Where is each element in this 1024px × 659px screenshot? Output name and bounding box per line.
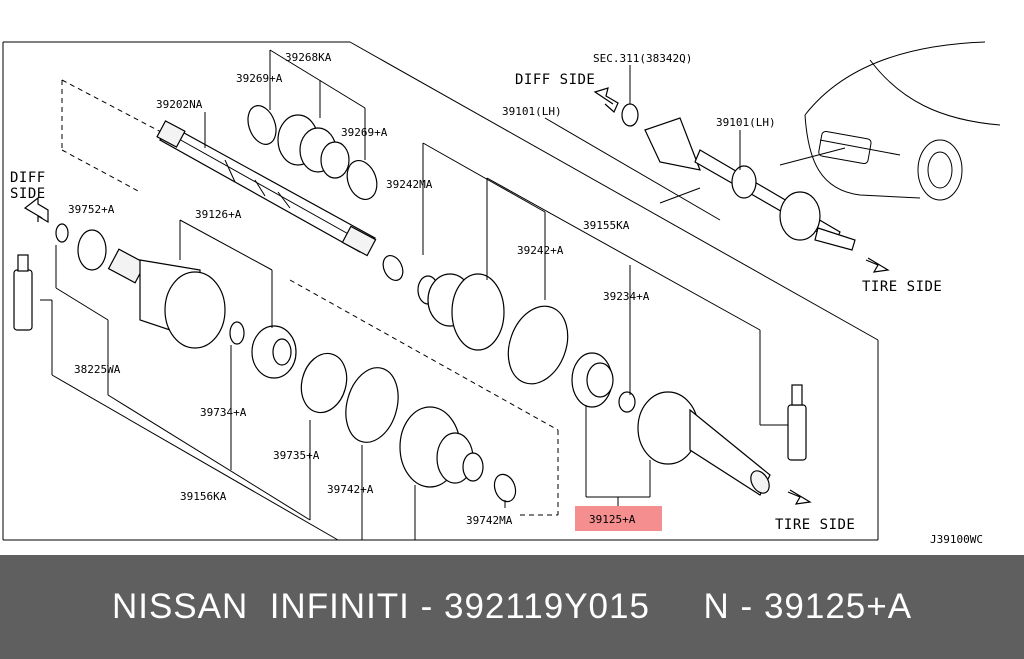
driveshaft-assembly bbox=[621, 103, 856, 251]
leader-lines bbox=[40, 49, 788, 541]
diagram-code: J39100WC bbox=[930, 533, 983, 546]
inner-joint-housing bbox=[55, 223, 297, 379]
part-label-39734a: 39734+A bbox=[200, 406, 247, 419]
parts-diagram: DIFF SIDE DIFF SIDE TIRE SIDE TIRE SIDE … bbox=[2, 41, 1001, 546]
part-label-39269a-2: 39269+A bbox=[341, 126, 388, 139]
banner-text: NISSAN INFINITI - 392119Y015 N - 39125+A bbox=[111, 587, 913, 626]
car-illustration bbox=[804, 41, 1001, 201]
part-label-39126a: 39126+A bbox=[195, 208, 242, 221]
part-label-39125a: 39125+A bbox=[589, 513, 636, 526]
highlight-box bbox=[575, 506, 662, 531]
outer-boot bbox=[417, 273, 569, 385]
part-label-39101-lh-paren: 39101(LH) bbox=[502, 105, 562, 118]
part-label-39742a: 39742+A bbox=[327, 483, 374, 496]
part-number-banner: NISSAN INFINITI - 392119Y015 N - 39125+A bbox=[0, 555, 1024, 659]
part-label-39101-lh: 39101(LH) bbox=[716, 116, 776, 129]
grease-tube-left bbox=[13, 254, 33, 331]
arrow-tire-top bbox=[865, 257, 890, 273]
outer-joint bbox=[637, 391, 771, 496]
arrow-diff-top bbox=[593, 87, 619, 113]
tire-side-bottom-label: TIRE SIDE bbox=[775, 517, 855, 533]
diff-side-top-label: DIFF SIDE bbox=[515, 72, 595, 88]
part-label-39752a: 39752+A bbox=[68, 203, 115, 216]
part-label-39735a: 39735+A bbox=[273, 449, 320, 462]
part-label-39156ka: 39156KA bbox=[180, 490, 227, 503]
outer-cage bbox=[571, 352, 636, 413]
diff-side-left-label-2: SIDE bbox=[10, 186, 46, 202]
part-label-39202na: 39202NA bbox=[156, 98, 203, 111]
view-arrow bbox=[659, 187, 701, 204]
diagram-frame bbox=[2, 41, 879, 541]
small-boot bbox=[247, 105, 378, 200]
part-label-39242a: 39242+A bbox=[517, 244, 564, 257]
diff-side-left-label-1: DIFF bbox=[10, 170, 46, 186]
clip-39242ma bbox=[382, 255, 404, 281]
tire-side-top-label: TIRE SIDE bbox=[862, 279, 942, 295]
inner-boot bbox=[300, 352, 517, 503]
part-label-39742ma: 39742MA bbox=[466, 514, 513, 527]
part-label-39242ma: 39242MA bbox=[386, 178, 433, 191]
arrow-tire-bottom bbox=[787, 489, 812, 505]
part-label-38225wa: 38225WA bbox=[74, 363, 121, 376]
arrow-diff-left bbox=[23, 196, 49, 224]
inner-shaft bbox=[156, 120, 377, 257]
part-label-sec311: SEC.311(38342Q) bbox=[593, 52, 692, 65]
car-arrow bbox=[779, 147, 846, 166]
part-label-39268ka: 39268KA bbox=[285, 51, 332, 64]
part-label-39269a-1: 39269+A bbox=[236, 72, 283, 85]
grease-tube-right bbox=[787, 384, 807, 461]
part-label-39234a: 39234+A bbox=[603, 290, 650, 303]
part-label-39155ka: 39155KA bbox=[583, 219, 630, 232]
